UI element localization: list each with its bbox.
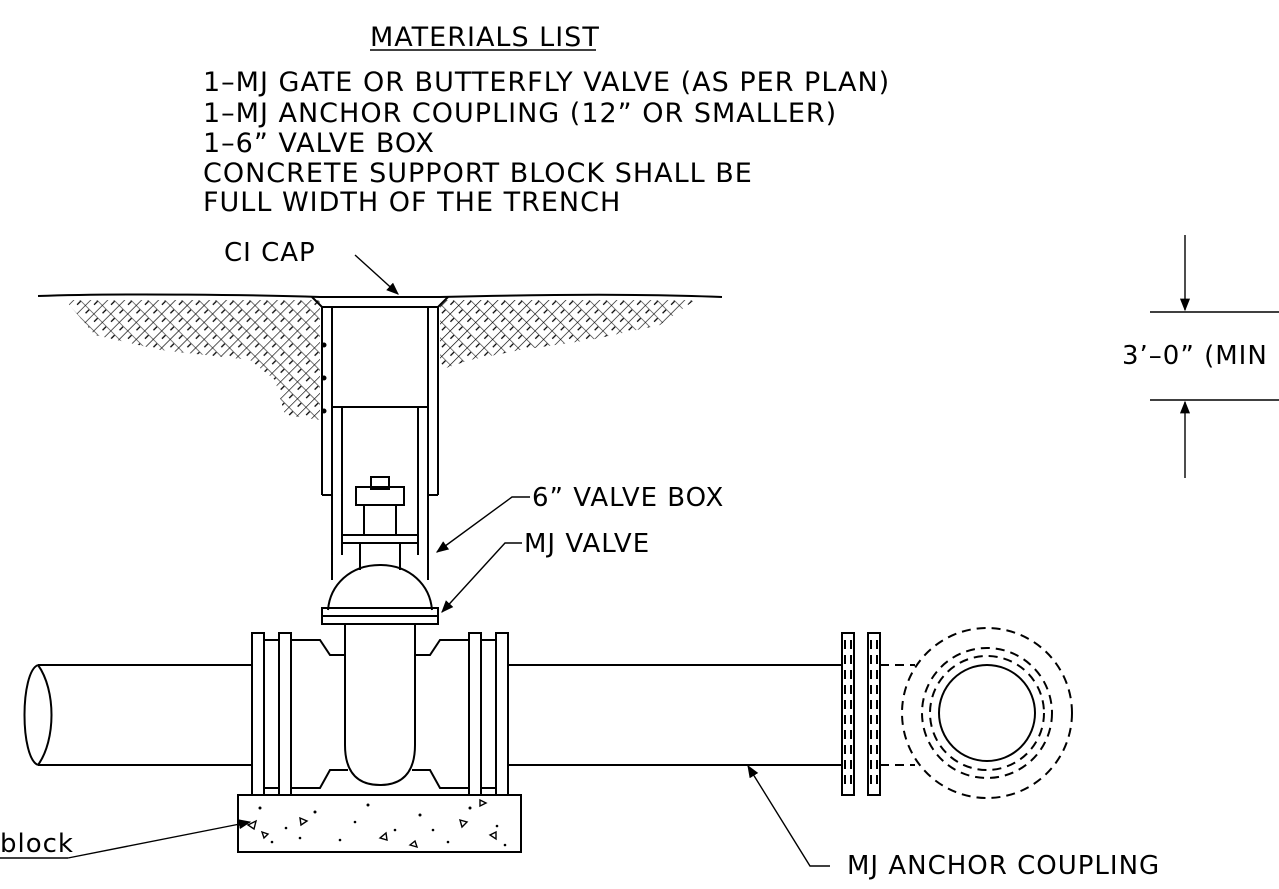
anchor-coupling-leader (747, 764, 830, 867)
support-block-leader (67, 819, 252, 859)
water-main (23, 627, 1073, 799)
valve-box (311, 296, 449, 580)
materials-list-item: 1–MJ GATE OR BUTTERFLY VALVE (AS PER PLA… (203, 67, 890, 98)
anchor-coupling-flange (841, 632, 855, 796)
cover-depth-label: 3’–0” (MIN (1122, 341, 1268, 371)
valve-box-upper (331, 306, 429, 408)
ci-cap-leader (354, 254, 399, 295)
concrete-support-block (237, 794, 522, 853)
valve-box-leader (435, 496, 530, 553)
ci-cap (311, 296, 449, 308)
soil-section (37, 293, 723, 420)
materials-list-item: FULL WIDTH OF THE TRENCH (203, 187, 621, 218)
ci-cap-label: CI CAP (224, 238, 316, 268)
materials-list-item: CONCRETE SUPPORT BLOCK SHALL BE (203, 158, 753, 189)
pipe-break-left (23, 664, 39, 766)
materials-list: MATERIALS LIST 1–MJ GATE OR BUTTERFLY VA… (203, 22, 890, 218)
ground-line (37, 293, 723, 298)
mj-valve-label: MJ VALVE (524, 529, 650, 559)
materials-list-title: MATERIALS LIST (370, 22, 600, 53)
valve-box-label: 6” VALVE BOX (532, 483, 724, 513)
support-block-label: block (0, 829, 74, 859)
callouts: CI CAP 6” VALVE BOX MJ VALVE MJ ANCHOR C… (0, 238, 1160, 881)
materials-list-item: 1–MJ ANCHOR COUPLING (12” OR SMALLER) (203, 98, 837, 129)
anchor-coupling-label: MJ ANCHOR COUPLING (847, 851, 1160, 881)
fitting-end-view (901, 627, 1073, 799)
cover-dimension: 3’–0” (MIN (1122, 235, 1279, 478)
mj-valve-leader (441, 542, 522, 613)
mj-valve (321, 476, 439, 787)
materials-list-item: 1–6” VALVE BOX (203, 128, 435, 159)
